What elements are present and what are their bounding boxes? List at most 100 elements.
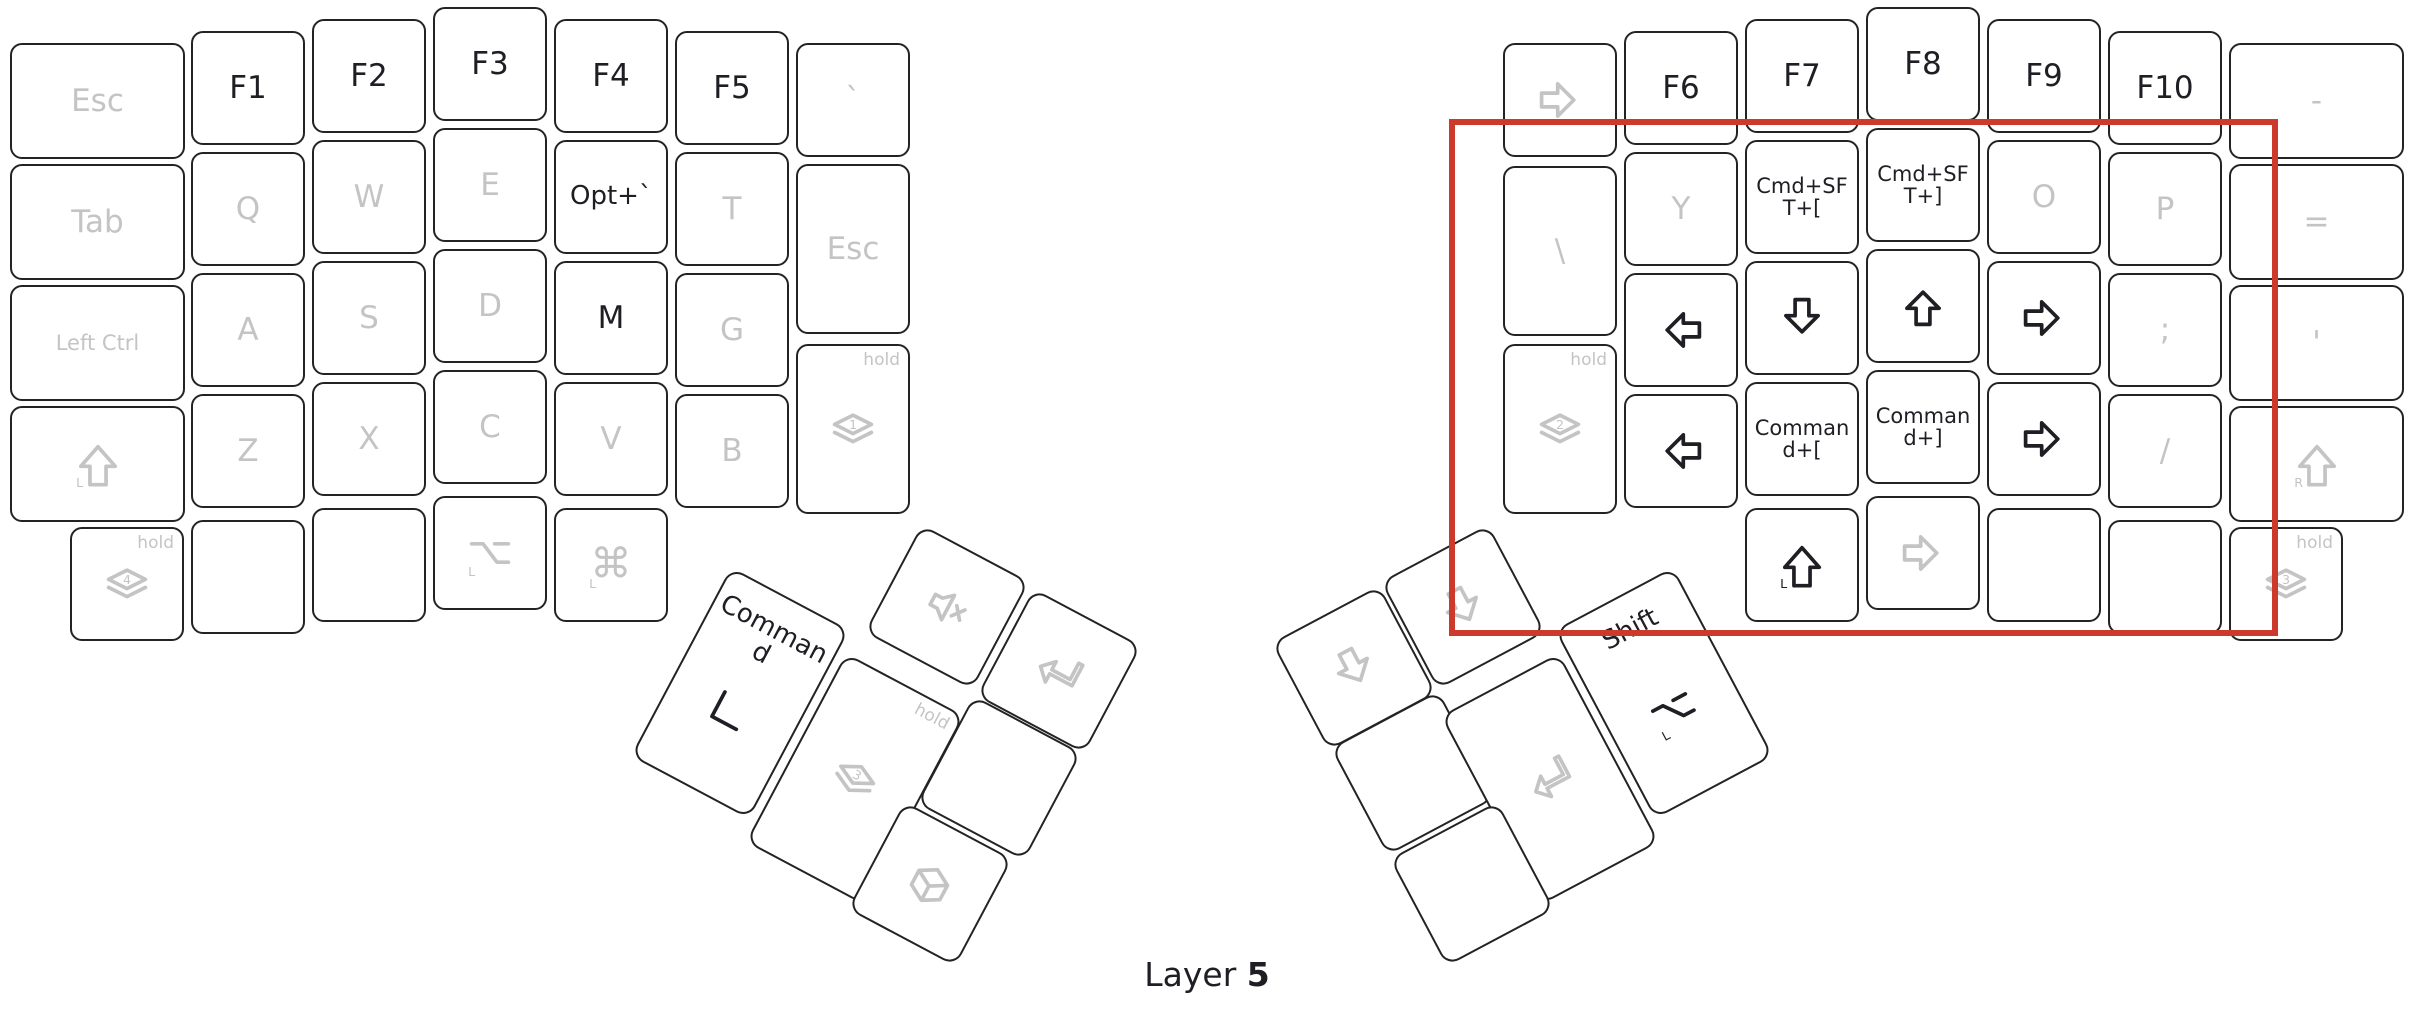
key-right-r1-c4[interactable]: O	[1987, 140, 2101, 254]
key-left-r3-c4[interactable]: V	[554, 382, 668, 496]
key-left-thumb-5[interactable]	[847, 801, 1013, 967]
key-left-r1-c0[interactable]: Tab	[10, 164, 185, 280]
arrow-down-icon	[1336, 646, 1369, 683]
key-label: Opt+`	[570, 181, 652, 212]
key-left-r4-c3[interactable]: L	[433, 496, 547, 610]
key-left-r1-c6[interactable]: Esc	[796, 164, 910, 334]
arrow-right-icon	[1539, 82, 1576, 118]
key-left-r0-c4[interactable]: F4	[554, 19, 668, 133]
key-left-r2-c4[interactable]: M	[554, 261, 668, 375]
key-left-r4-c2[interactable]	[312, 508, 426, 622]
key-right-r0-c4[interactable]: F9	[1987, 19, 2101, 133]
key-left-r2-c5[interactable]: G	[675, 273, 789, 387]
key-right-r0-c2[interactable]: F7	[1745, 19, 1859, 133]
key-label: Left Ctrl	[55, 330, 140, 355]
key-left-r2-c3[interactable]: D	[433, 249, 547, 363]
layer-title-prefix: Layer	[1144, 955, 1237, 994]
layer-title: Layer 5	[0, 955, 2414, 994]
key-right-r4-c4[interactable]: 3 hold	[2229, 527, 2343, 641]
key-left-r4-c0[interactable]: 4 hold	[70, 527, 184, 641]
option-icon: L	[1650, 692, 1696, 744]
key-icon-wrap: ⌘L	[556, 510, 666, 620]
enter-icon	[1038, 659, 1085, 688]
key-icon-wrap	[1274, 588, 1434, 748]
key-label: Esc	[826, 230, 880, 267]
key-label: Z	[237, 432, 259, 469]
key-left-r0-c0[interactable]: Esc	[10, 43, 185, 159]
key-left-thumb-0[interactable]: Comman d	[630, 567, 850, 819]
key-left-r3-c0[interactable]: L	[10, 406, 185, 522]
svg-text:3: 3	[2282, 572, 2290, 587]
key-icon-wrap	[1505, 45, 1615, 155]
key-right-r2-c1[interactable]	[1624, 273, 1738, 387]
key-right-r1-c1[interactable]: Y	[1624, 152, 1738, 266]
key-left-r0-c1[interactable]: F1	[191, 31, 305, 145]
svg-text:R: R	[2294, 475, 2303, 490]
key-left-r3-c2[interactable]: X	[312, 382, 426, 496]
key-label: B	[721, 432, 743, 469]
key-right-r2-c6[interactable]: '	[2229, 285, 2404, 401]
key-right-r0-c0[interactable]	[1503, 43, 1617, 157]
key-right-r3-c3[interactable]	[1987, 382, 2101, 496]
key-left-r4-c4[interactable]: ⌘L	[554, 508, 668, 622]
arrow-up-icon	[1905, 290, 1941, 327]
key-left-r0-c6[interactable]: `	[796, 43, 910, 157]
key-left-r1-c1[interactable]: Q	[191, 152, 305, 266]
key-left-r1-c2[interactable]: W	[312, 140, 426, 254]
svg-text:4: 4	[123, 572, 131, 587]
key-right-r3-c0[interactable]	[1624, 394, 1738, 508]
key-left-thumb-1[interactable]	[864, 524, 1030, 690]
key-left-r0-c5[interactable]: F5	[675, 31, 789, 145]
key-left-r2-c0[interactable]: Left Ctrl	[10, 285, 185, 401]
key-right-r2-c3[interactable]	[1866, 249, 1980, 363]
key-right-r4-c2[interactable]	[1987, 508, 2101, 622]
key-right-r1-c0[interactable]: \	[1503, 166, 1617, 336]
key-right-r2-c2[interactable]	[1745, 261, 1859, 375]
key-label: F3	[471, 45, 509, 82]
key-left-r1-c3[interactable]: E	[433, 128, 547, 242]
key-right-r4-c1[interactable]	[1866, 496, 1980, 610]
key-right-r2-c4[interactable]	[1987, 261, 2101, 375]
key-left-r3-c1[interactable]: Z	[191, 394, 305, 508]
key-right-r3-c5[interactable]: R	[2229, 406, 2404, 522]
key-left-r1-c4[interactable]: Opt+`	[554, 140, 668, 254]
key-left-r3-c3[interactable]: C	[433, 370, 547, 484]
key-left-r0-c3[interactable]: F3	[433, 7, 547, 121]
key-left-thumb-2[interactable]	[976, 588, 1142, 754]
key-left-r2-c1[interactable]: A	[191, 273, 305, 387]
svg-text:L: L	[589, 576, 596, 591]
key-left-r0-c2[interactable]: F2	[312, 19, 426, 133]
key-left-r2-c2[interactable]: S	[312, 261, 426, 375]
layer-icon: 2	[1539, 413, 1581, 444]
key-icon-wrap: R	[2231, 408, 2402, 520]
key-left-r3-c5[interactable]: B	[675, 394, 789, 508]
key-icon-wrap	[1626, 275, 1736, 385]
hold-badge: hold	[137, 533, 174, 553]
key-label: Esc	[71, 82, 124, 119]
key-left-r4-c1[interactable]	[191, 520, 305, 634]
key-right-r4-c3[interactable]	[2108, 520, 2222, 634]
key-label: M	[597, 299, 625, 336]
key-icon-wrap: L	[1747, 510, 1857, 620]
key-left-r1-c5[interactable]: T	[675, 152, 789, 266]
key-icon-wrap	[1443, 656, 1656, 902]
key-right-thumb-0[interactable]	[1271, 585, 1437, 751]
key-right-r4-c0[interactable]: L	[1745, 508, 1859, 622]
arrow-right-icon	[1902, 535, 1939, 571]
cube-icon	[909, 867, 950, 903]
key-right-r0-c3[interactable]: F8	[1866, 7, 1980, 121]
layer-icon: 3	[835, 764, 876, 793]
shift-icon: L	[1780, 545, 1822, 591]
key-right-thumb-3[interactable]	[1440, 653, 1660, 905]
bracket-icon	[710, 690, 739, 732]
arrow-down-icon	[1784, 297, 1820, 334]
svg-text:L: L	[1659, 727, 1672, 744]
hold-badge: hold	[2296, 533, 2333, 553]
highlight-rectangle	[1449, 119, 2278, 636]
key-icon-wrap: 1	[798, 346, 908, 512]
key-label: A	[237, 311, 259, 348]
